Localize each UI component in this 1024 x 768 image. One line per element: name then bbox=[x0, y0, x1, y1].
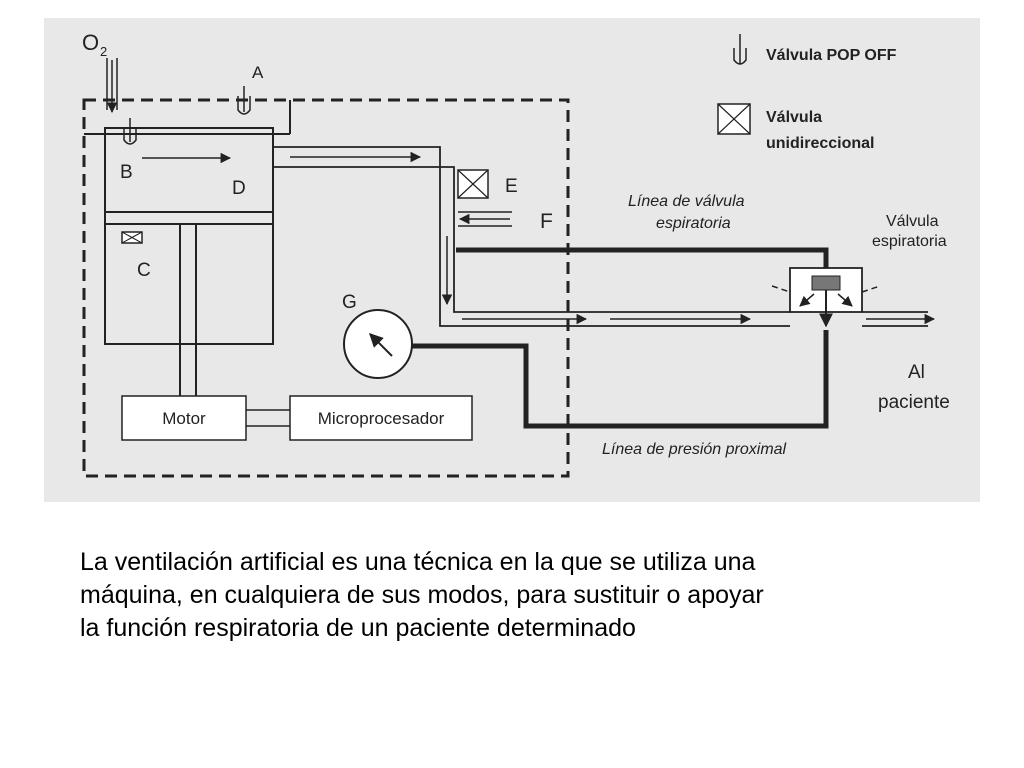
label-e: E bbox=[505, 176, 518, 197]
label-linea-valvula-2: espiratoria bbox=[656, 215, 731, 232]
label-f: F bbox=[540, 210, 553, 233]
caption-line-3: la función respiratoria de un paciente d… bbox=[80, 614, 636, 642]
caption-line-2: máquina, en cualquiera de sus modos, par… bbox=[80, 581, 764, 609]
pressure-gauge-g bbox=[343, 309, 413, 379]
legend-one-way-label-2: unidireccional bbox=[766, 135, 874, 152]
expiratory-valve-line bbox=[456, 247, 829, 268]
label-b: B bbox=[120, 162, 133, 183]
one-way-valve-e bbox=[457, 169, 489, 199]
label-d: D bbox=[232, 178, 246, 199]
label-microprocesador: Microprocesador bbox=[318, 409, 445, 428]
label-o2-subscript: 2 bbox=[100, 44, 107, 59]
pop-off-valve-b bbox=[123, 118, 137, 145]
microprocessor-box bbox=[289, 395, 473, 441]
proximal-pressure-line bbox=[412, 330, 829, 429]
label-linea-presion: Línea de presión proximal bbox=[602, 441, 787, 458]
legend-one-way-label-1: Válvula bbox=[766, 109, 822, 126]
label-motor: Motor bbox=[162, 409, 206, 428]
label-a: A bbox=[252, 63, 264, 82]
label-c: C bbox=[137, 260, 151, 281]
pop-off-valve-a bbox=[237, 86, 251, 115]
label-al-paciente-1: Al bbox=[908, 362, 925, 383]
motor-box bbox=[121, 395, 247, 441]
label-valvula-esp-2: espiratoria bbox=[872, 233, 947, 250]
inspiratory-conduit bbox=[274, 146, 790, 327]
label-linea-valvula-1: Línea de válvula bbox=[628, 193, 745, 210]
label-g: G bbox=[342, 292, 357, 313]
one-way-valve-c bbox=[121, 231, 143, 244]
expiratory-valve bbox=[771, 267, 881, 328]
label-al-paciente-2: paciente bbox=[878, 392, 950, 413]
label-valvula-esp-1: Válvula bbox=[886, 213, 939, 230]
legend-pop-off-icon bbox=[733, 34, 747, 65]
caption: La ventilación artificial es una técnica… bbox=[80, 546, 1020, 645]
legend-pop-off-label: Válvula POP OFF bbox=[766, 47, 897, 64]
caption-line-1: La ventilación artificial es una técnica… bbox=[80, 548, 756, 576]
patient-outlet bbox=[862, 311, 936, 327]
inlet-f bbox=[458, 211, 512, 227]
bellows-chamber bbox=[104, 127, 274, 345]
o2-inlet bbox=[106, 58, 118, 114]
label-o2: O bbox=[82, 30, 99, 55]
ventilator-diagram: O 2 A B D C Motor Microprocesador bbox=[44, 18, 980, 502]
machine-enclosure bbox=[82, 98, 570, 478]
legend-one-way-valve-icon bbox=[717, 103, 751, 135]
